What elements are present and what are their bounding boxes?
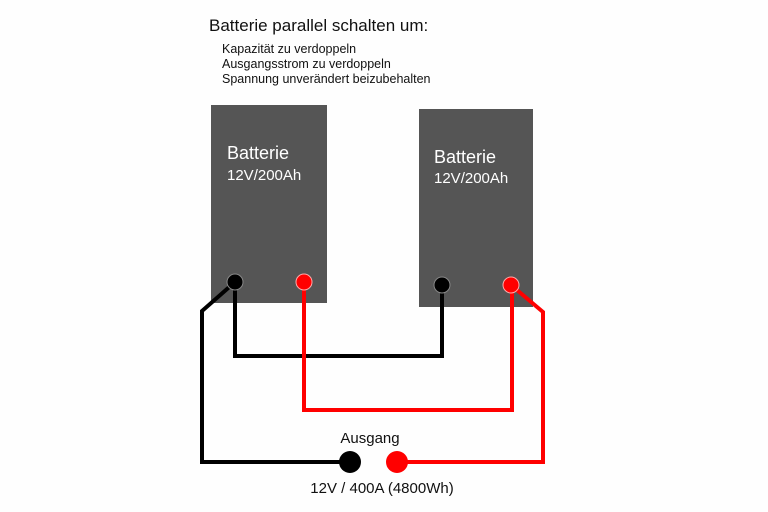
battery-2-negative-terminal <box>433 276 451 294</box>
battery-2 <box>419 109 533 307</box>
battery-1-rating: 12V/200Ah <box>227 167 301 184</box>
output-label: Ausgang <box>340 430 399 447</box>
positive-output-wire <box>397 283 545 464</box>
diagram-title: Batterie parallel schalten um: <box>209 16 428 35</box>
battery-2-positive-terminal <box>502 276 520 294</box>
bullet-voltage: Spannung unverändert beizubehalten <box>222 72 431 86</box>
battery-1-name: Batterie <box>227 143 289 163</box>
battery-1-negative-terminal <box>226 273 244 291</box>
battery-1-positive-terminal <box>295 273 313 291</box>
positive-bridge-wire <box>302 282 514 412</box>
battery-1 <box>211 105 327 303</box>
battery-2-name: Batterie <box>434 147 496 167</box>
output-positive-terminal <box>386 451 408 473</box>
negative-output-wire <box>200 280 350 464</box>
output-rating: 12V / 400A (4800Wh) <box>310 480 453 497</box>
bullet-capacity: Kapazität zu verdoppeln <box>222 42 356 56</box>
negative-bridge-wire <box>233 282 444 358</box>
battery-2-rating: 12V/200Ah <box>434 170 508 187</box>
bullet-current: Ausgangsstrom zu verdoppeln <box>222 57 391 71</box>
output-negative-terminal <box>339 451 361 473</box>
